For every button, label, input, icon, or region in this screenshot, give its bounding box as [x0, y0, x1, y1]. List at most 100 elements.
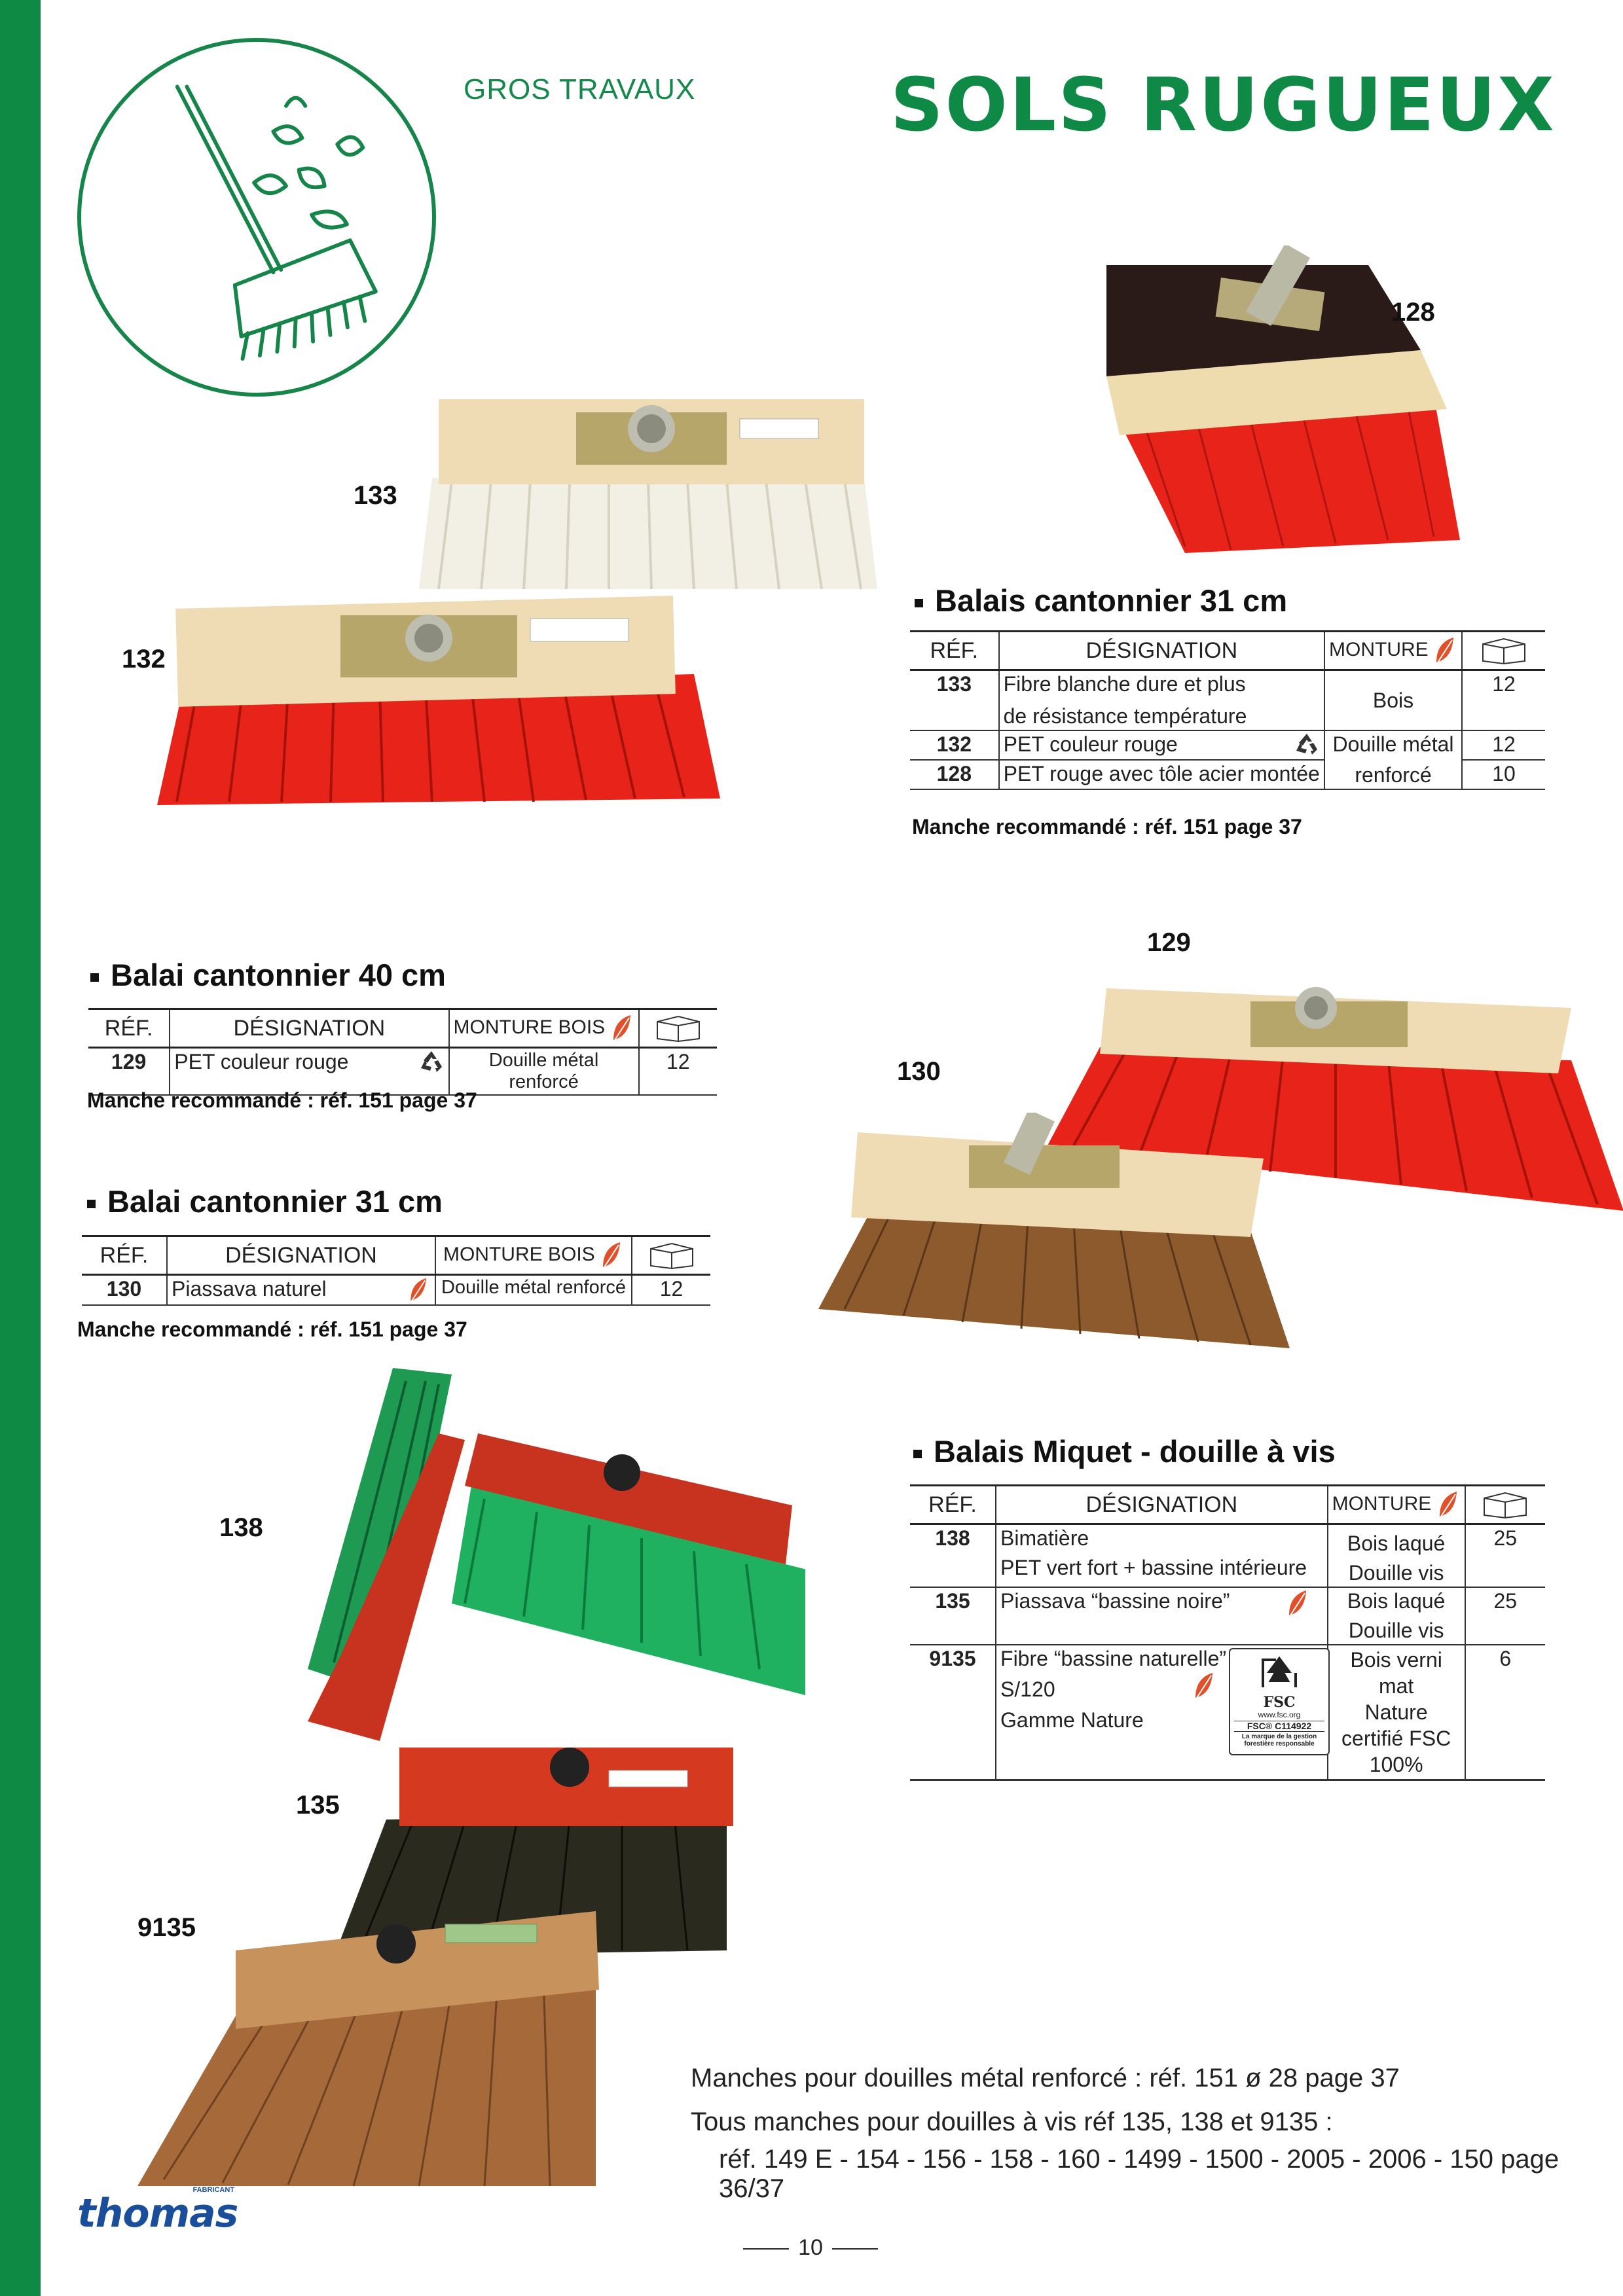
photo-label-128: 128 [1391, 298, 1435, 327]
designation-line: Bimatière [1000, 1526, 1089, 1550]
broom-photo-133 [419, 399, 877, 590]
thomas-brand-logo: FABRICANT thomas [77, 2186, 238, 2233]
left-green-bar [0, 0, 41, 2296]
designation-line: Fibre “bassine naturelle” [1000, 1647, 1227, 1670]
photo-label-135: 135 [296, 1791, 340, 1820]
broom-photo-128 [1106, 245, 1460, 553]
fsc-url: www.fsc.org [1258, 1710, 1301, 1719]
designation-text: Piassava naturel [172, 1277, 327, 1300]
row-ref: 9135 [929, 1647, 976, 1670]
natural-leaf-icon [1288, 1590, 1306, 1616]
fsc-tagline: La marque de la gestion forestière respo… [1241, 1733, 1317, 1748]
photo-label-132: 132 [122, 645, 166, 673]
broom-photo-9135 [137, 1911, 599, 2187]
monture-line: Douille vis [1348, 1561, 1444, 1585]
row-designation: PET rouge avec tôle acier montée [998, 760, 1325, 789]
col-qty [1464, 1484, 1545, 1525]
row-ref: 128 [936, 762, 972, 785]
col-designation: DÉSIGNATION [169, 1008, 449, 1049]
row-ref: 130 [106, 1277, 142, 1300]
monture-line: Nature [1364, 1700, 1428, 1724]
row-designation: PET couleur rouge [169, 1047, 449, 1095]
row-designation: Fibre “bassine naturelle” S/120 Gamme Na… [995, 1645, 1330, 1780]
photo-label-9135: 9135 [137, 1913, 196, 1942]
designation-line: Gamme Nature [1000, 1708, 1144, 1732]
col-designation: DÉSIGNATION [995, 1484, 1328, 1525]
col-monture-label: MONTURE [1332, 1492, 1432, 1515]
col-ref: RÉF. [88, 1008, 170, 1049]
table-row: 128 PET rouge avec tôle acier montée 10 [910, 760, 1545, 789]
col-qty [1461, 630, 1545, 671]
footer-line-2: Tous manches pour douilles à vis réf 135… [691, 2108, 1333, 2136]
col-ref: RÉF. [910, 1484, 996, 1525]
col-monture: MONTURE [1326, 1484, 1465, 1525]
monture-line: Bois laqué [1347, 1532, 1446, 1555]
section-title-balai-cantonnier-40: Balai cantonnier 40 cm [90, 957, 446, 993]
photo-label-138: 138 [219, 1513, 263, 1542]
brand-small-label: FABRICANT [192, 2186, 234, 2194]
category-label: GROS TRAVAUX [464, 73, 696, 105]
col-monture-label: MONTURE BOIS [453, 1016, 606, 1038]
table-row: 9135 Fibre “bassine naturelle” S/120 Gam… [910, 1645, 1545, 1780]
section-title-balais-miquet: Balais Miquet - douille à vis [913, 1433, 1336, 1469]
section-title-balais-cantonnier-31: Balais cantonnier 31 cm [915, 583, 1287, 619]
row-monture: Douille métal renforcé [448, 1047, 639, 1095]
broom-logo-icon [77, 38, 436, 397]
wood-leaf-icon [1439, 1492, 1457, 1517]
row-qty: 12 [638, 1047, 717, 1095]
section-title-text: Balai cantonnier 31 cm [107, 1184, 443, 1219]
monture-line: Bois verni mat [1350, 1648, 1442, 1698]
broom-photo-132 [157, 596, 720, 805]
fsc-code: FSC® C114922 [1234, 1720, 1325, 1732]
handle-note: Manche recommandé : réf. 151 page 37 [77, 1318, 467, 1341]
product-table-1: RÉF. DÉSIGNATION MONTURE 133 Fibre blanc… [910, 630, 1545, 790]
monture-line: certifié FSC [1341, 1727, 1451, 1750]
col-ref: RÉF. [910, 630, 999, 671]
row-monture: Bois verni mat Nature certifié FSC 100% [1326, 1645, 1465, 1780]
page-number-text: 10 [798, 2235, 823, 2260]
bullet-icon [87, 1200, 96, 1209]
designation-line: Piassava “bassine noire” [1000, 1589, 1230, 1613]
bullet-icon [90, 973, 99, 982]
page-title: SOLS RUGUEUX [890, 63, 1556, 148]
monture-line: Bois laqué [1347, 1589, 1446, 1613]
footer-line-1: Manches pour douilles métal renforcé : r… [691, 2064, 1400, 2092]
col-ref: RÉF. [82, 1235, 167, 1276]
handle-note: Manche recommandé : réf. 151 page 37 [912, 815, 1302, 838]
fsc-badge: FSC www.fsc.org FSC® C114922 La marque d… [1229, 1648, 1330, 1755]
col-qty [631, 1235, 710, 1276]
wood-leaf-icon [603, 1242, 621, 1268]
fsc-label: FSC [1263, 1694, 1296, 1712]
recycle-icon [1296, 734, 1318, 755]
carton-box-icon [649, 1242, 693, 1270]
designation-text: PET couleur rouge [174, 1050, 349, 1073]
footer-line-3: réf. 149 E - 154 - 156 - 158 - 160 - 149… [719, 2145, 1559, 2203]
table-header-row: RÉF. DÉSIGNATION MONTURE [910, 630, 1545, 671]
monture-line: 100% [1369, 1753, 1423, 1776]
natural-leaf-icon [1195, 1673, 1213, 1698]
fsc-tree-icon [1262, 1656, 1298, 1687]
row-designation: PET couleur rouge [998, 730, 1325, 760]
product-table-3: RÉF. DÉSIGNATION MONTURE BOIS 130 Piassa… [82, 1235, 710, 1306]
section-title-text: Balais Miquet - douille à vis [934, 1434, 1336, 1469]
handle-note: Manche recommandé : réf. 151 page 37 [87, 1088, 477, 1112]
designation-line: Fibre blanche dure et plus [1003, 672, 1246, 696]
monture-line: Douille vis [1348, 1619, 1444, 1642]
row-qty: 12 [631, 1274, 710, 1305]
monture-line: renforcé [1355, 763, 1432, 787]
col-qty [638, 1008, 717, 1049]
col-monture: MONTURE BOIS [448, 1008, 639, 1049]
row-ref: 129 [111, 1050, 147, 1073]
row-designation: Piassava “bassine noire” [995, 1587, 1328, 1645]
col-monture-label: MONTURE BOIS [443, 1243, 595, 1265]
col-designation: DÉSIGNATION [166, 1235, 435, 1276]
row-qty: 25 [1464, 1587, 1545, 1645]
designation-line: PET couleur rouge [1003, 732, 1178, 756]
col-monture: MONTURE [1324, 630, 1463, 671]
row-ref: 138 [935, 1526, 970, 1550]
